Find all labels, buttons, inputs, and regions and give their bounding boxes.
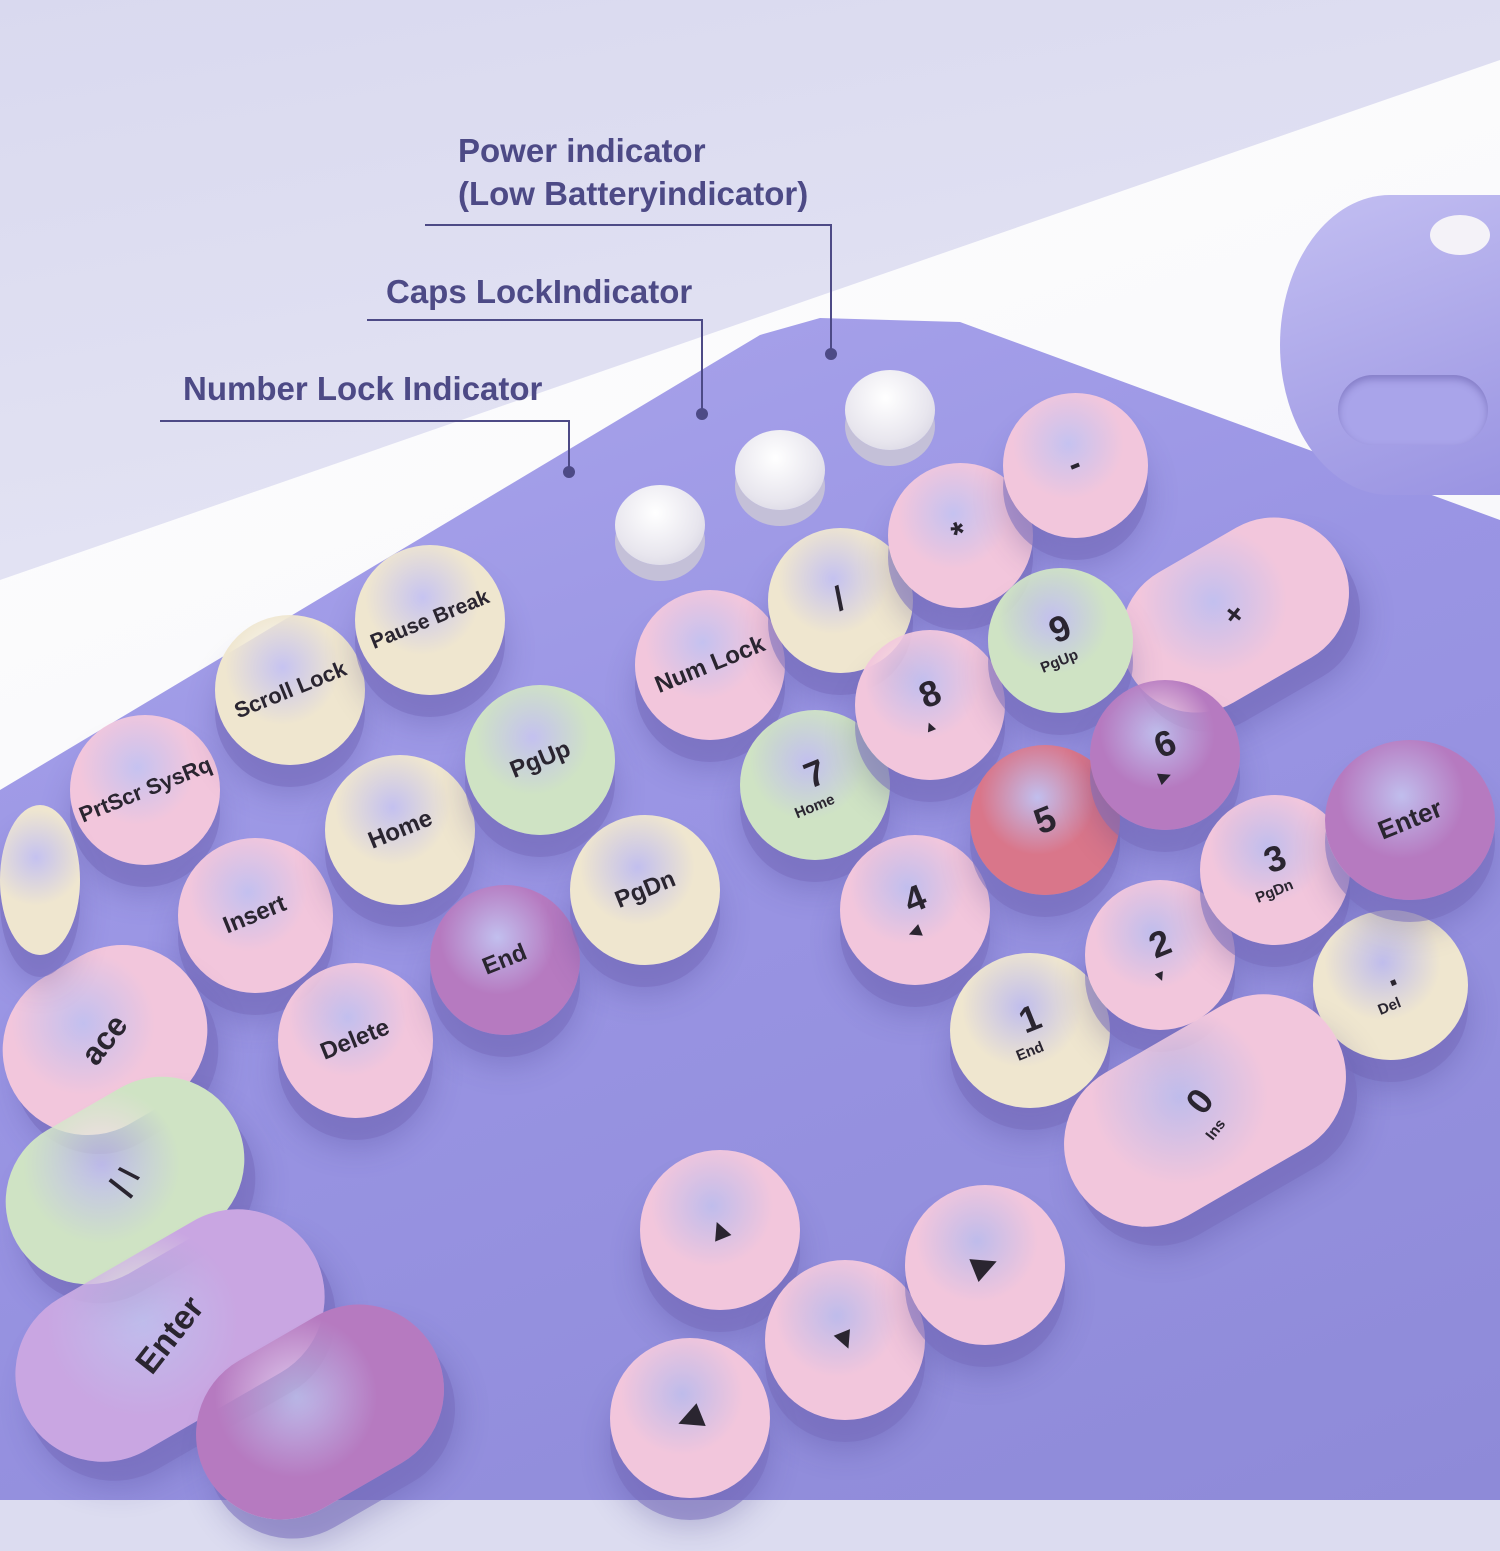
key-prtscr: PrtScr SysRq xyxy=(70,715,220,865)
key-num-enter: Enter xyxy=(1325,740,1495,900)
low-battery-label: (Low Batteryindicator) xyxy=(458,175,809,212)
key-num-8: 8▲ xyxy=(855,630,1005,780)
key-num-lock: Num Lock xyxy=(635,590,785,740)
key-label: Pause Break xyxy=(367,585,493,654)
key-label: ace xyxy=(73,1007,135,1072)
callout-dot xyxy=(696,408,708,420)
callout-line xyxy=(425,224,831,226)
key-label: PgUp xyxy=(505,735,575,785)
key-label: 6 xyxy=(1147,720,1182,767)
key-arrow-left: ◀ xyxy=(610,1338,770,1498)
key-sublabel: PgDn xyxy=(1253,876,1297,907)
key-label: - xyxy=(1062,444,1088,484)
key-label: 3 xyxy=(1257,835,1292,882)
key-sublabel: Del xyxy=(1375,994,1404,1019)
key-label: ▼ xyxy=(824,1318,865,1361)
mouse-side-button xyxy=(1338,375,1488,445)
key-sublabel: ▼ xyxy=(1149,965,1170,988)
key-sublabel: ▲ xyxy=(919,715,940,738)
key-label: ▶ xyxy=(968,1245,1002,1285)
key-arrow-right: ▶ xyxy=(905,1185,1065,1345)
key-num-minus: - xyxy=(1002,392,1148,538)
key-label: 9 xyxy=(1042,605,1077,652)
key-num-6: 6▶ xyxy=(1090,680,1240,830)
key-end: End xyxy=(430,885,580,1035)
key-pause-break: Pause Break xyxy=(355,545,505,695)
key-sublabel: PgUp xyxy=(1038,646,1082,677)
key-label: Delete xyxy=(316,1013,394,1066)
key-insert: Insert xyxy=(177,837,333,993)
num-lock-label: Number Lock Indicator xyxy=(183,370,543,407)
key-num-4: 4◀ xyxy=(840,835,990,985)
caps-lock-led xyxy=(735,430,825,510)
key-label: PgDn xyxy=(610,865,680,915)
callout-line xyxy=(367,319,702,321)
caps-lock-label: Caps LockIndicator xyxy=(386,273,693,310)
callout-line xyxy=(701,319,703,414)
key-arrow-up: ▲ xyxy=(640,1150,800,1310)
key-pgup: PgUp xyxy=(465,685,615,835)
key-label: 4 xyxy=(897,875,932,922)
key-label: Enter xyxy=(127,1288,212,1381)
key-label: * xyxy=(946,514,973,555)
key-pgdn: PgDn xyxy=(570,815,720,965)
key-label: . xyxy=(1377,952,1403,995)
callout-line xyxy=(160,420,569,422)
mouse-wheel xyxy=(1430,215,1490,255)
callout-line xyxy=(830,224,832,354)
key-sublabel: Home xyxy=(792,790,838,823)
key-label: Enter xyxy=(1373,793,1447,846)
key-label: | \ xyxy=(104,1159,146,1200)
key-label: ◀ xyxy=(673,1398,707,1438)
key-label: PrtScr SysRq xyxy=(75,752,215,828)
num-lock-led xyxy=(615,485,705,565)
key-label: End xyxy=(478,938,532,981)
key-sublabel: ▶ xyxy=(1156,766,1174,787)
key-num-dot: .Del xyxy=(1312,910,1468,1060)
key-label: / xyxy=(828,579,852,619)
key-label: Num Lock xyxy=(651,630,769,700)
key-arrow-down: ▼ xyxy=(765,1260,925,1420)
key-delete: Delete xyxy=(277,962,433,1118)
key-label: Home xyxy=(363,804,436,855)
key-sublabel: End xyxy=(1013,1038,1047,1065)
key-label: 5 xyxy=(1027,796,1062,843)
key-partial-left xyxy=(0,805,80,955)
callout-dot xyxy=(825,348,837,360)
callout-line xyxy=(568,420,570,472)
key-label: 7 xyxy=(797,750,832,797)
key-label: Scroll Lock xyxy=(230,656,350,724)
callout-dot xyxy=(563,466,575,478)
key-label: 0 xyxy=(1176,1079,1222,1121)
key-label: 2 xyxy=(1142,920,1177,967)
key-sublabel: ◀ xyxy=(906,921,924,942)
key-label: 1 xyxy=(1012,995,1047,1042)
key-label: 8 xyxy=(912,670,947,717)
key-label: + xyxy=(1216,597,1254,632)
power-led xyxy=(845,370,935,450)
key-label: ▲ xyxy=(699,1208,740,1251)
key-label: Insert xyxy=(219,890,291,940)
key-home: Home xyxy=(325,755,475,905)
power-indicator-label: Power indicator xyxy=(458,132,706,169)
key-scroll-lock: Scroll Lock xyxy=(215,615,365,765)
